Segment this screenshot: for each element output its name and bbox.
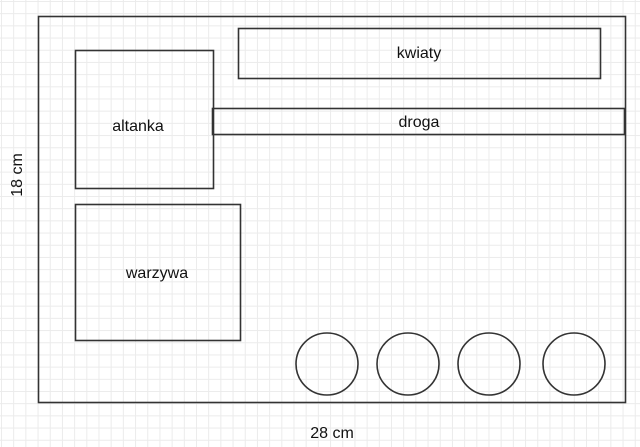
circle-1 <box>295 332 359 396</box>
flowers-label: kwiaty <box>397 45 441 62</box>
circle-3 <box>457 332 521 396</box>
flowers-area <box>237 27 602 80</box>
width-label: 28 cm <box>310 425 354 442</box>
vegetables-area <box>74 203 242 342</box>
vegetables-label: warzywa <box>125 265 188 282</box>
gazebo-area <box>74 49 215 190</box>
gazebo-label: altanka <box>112 118 164 135</box>
path-label: droga <box>399 114 440 131</box>
circle-4 <box>542 332 606 396</box>
path-area <box>211 107 626 136</box>
height-label: 18 cm <box>9 153 26 197</box>
garden-boundary <box>37 15 627 404</box>
circle-2 <box>376 332 440 396</box>
